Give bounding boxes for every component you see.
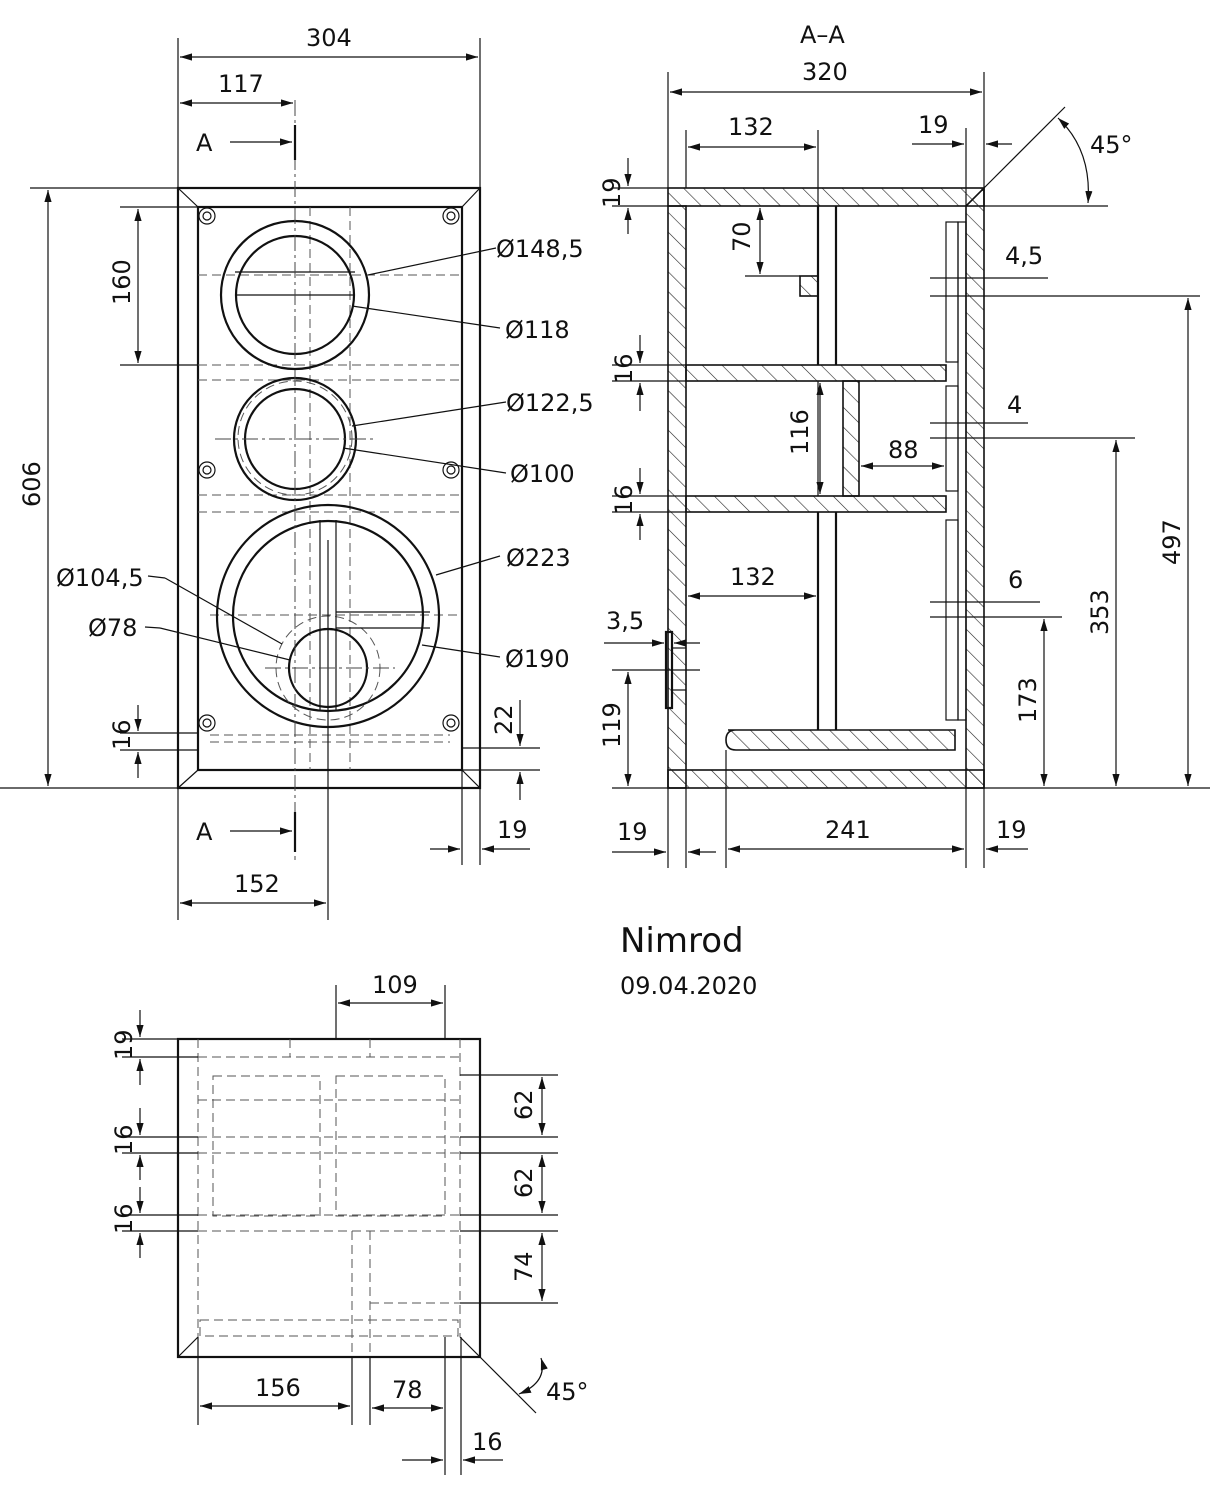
drawing-title: Nimrod	[620, 921, 744, 961]
dim-16-top-bottom: 16	[472, 1428, 503, 1456]
dia-148-5: Ø148,5	[496, 235, 584, 263]
section-view: A–A 320 132	[598, 21, 1210, 868]
dim-88: 88	[888, 436, 919, 464]
dim-3-5: 3,5	[606, 607, 644, 635]
front-view: A A 304 117 606 160 16 22	[0, 24, 594, 920]
section-label-top: A	[196, 129, 213, 157]
dia-100: Ø100	[510, 460, 575, 488]
dim-132-lower: 132	[730, 563, 776, 591]
dim-62-a: 62	[510, 1089, 538, 1120]
dim-109: 109	[372, 971, 418, 999]
dim-241: 241	[825, 816, 871, 844]
dim-16-shelf1: 16	[610, 353, 638, 384]
dim-19-section-top: 19	[918, 111, 949, 139]
dim-119: 119	[598, 702, 626, 748]
angle-45-section: 45°	[1090, 131, 1133, 159]
port-shelf	[725, 729, 956, 751]
dia-104-5: Ø104,5	[56, 564, 144, 592]
dim-62-b: 62	[510, 1167, 538, 1198]
dim-117: 117	[218, 70, 264, 98]
drawing-date: 09.04.2020	[620, 972, 757, 1000]
dim-160: 160	[108, 259, 136, 305]
dia-118: Ø118	[505, 316, 570, 344]
top-panel	[667, 187, 985, 207]
dim-19-top-view: 19	[110, 1029, 138, 1060]
dia-223: Ø223	[506, 544, 571, 572]
chamber-wall	[842, 380, 860, 497]
angle-45-top: 45°	[546, 1378, 589, 1406]
dim-320: 320	[802, 58, 848, 86]
dim-16-front: 16	[108, 719, 136, 750]
dim-74: 74	[510, 1251, 538, 1282]
dim-16-top-a: 16	[110, 1124, 138, 1155]
section-title: A–A	[800, 21, 845, 49]
dim-78-top: 78	[392, 1376, 423, 1404]
dim-19-front: 19	[497, 816, 528, 844]
dim-353: 353	[1086, 589, 1114, 635]
dim-132-top: 132	[728, 113, 774, 141]
back-panel	[667, 205, 687, 789]
dim-173: 173	[1014, 677, 1042, 723]
dim-width-304: 304	[306, 24, 352, 52]
dim-152: 152	[234, 870, 280, 898]
dim-16-top-b: 16	[110, 1203, 138, 1234]
dim-70: 70	[728, 221, 756, 252]
dim-19-bottom-left: 19	[617, 818, 648, 846]
dim-497: 497	[1158, 519, 1186, 565]
dim-116: 116	[786, 409, 814, 455]
dim-606: 606	[18, 461, 46, 507]
front-outline	[176, 186, 482, 790]
dim-19-bottom-right: 19	[996, 816, 1027, 844]
dia-190: Ø190	[505, 645, 570, 673]
front-inner-outline	[196, 205, 464, 772]
section-label-bottom: A	[196, 818, 213, 846]
shelf-lower	[685, 495, 947, 513]
dim-6: 6	[1008, 566, 1023, 594]
dia-122-5: Ø122,5	[506, 389, 594, 417]
top-view: 109 19 16 16 62 62 74	[110, 971, 589, 1475]
screw-holes	[198, 207, 460, 732]
dim-19-top-panel: 19	[598, 177, 626, 208]
dia-78: Ø78	[88, 614, 137, 642]
dim-4-5: 4,5	[1005, 242, 1043, 270]
dim-16-shelf2: 16	[610, 484, 638, 515]
dim-4: 4	[1007, 391, 1022, 419]
top-outline	[176, 1037, 482, 1359]
bottom-panel	[667, 769, 985, 789]
dim-22: 22	[490, 704, 518, 735]
dim-156: 156	[255, 1374, 301, 1402]
shelf-upper	[685, 364, 947, 382]
